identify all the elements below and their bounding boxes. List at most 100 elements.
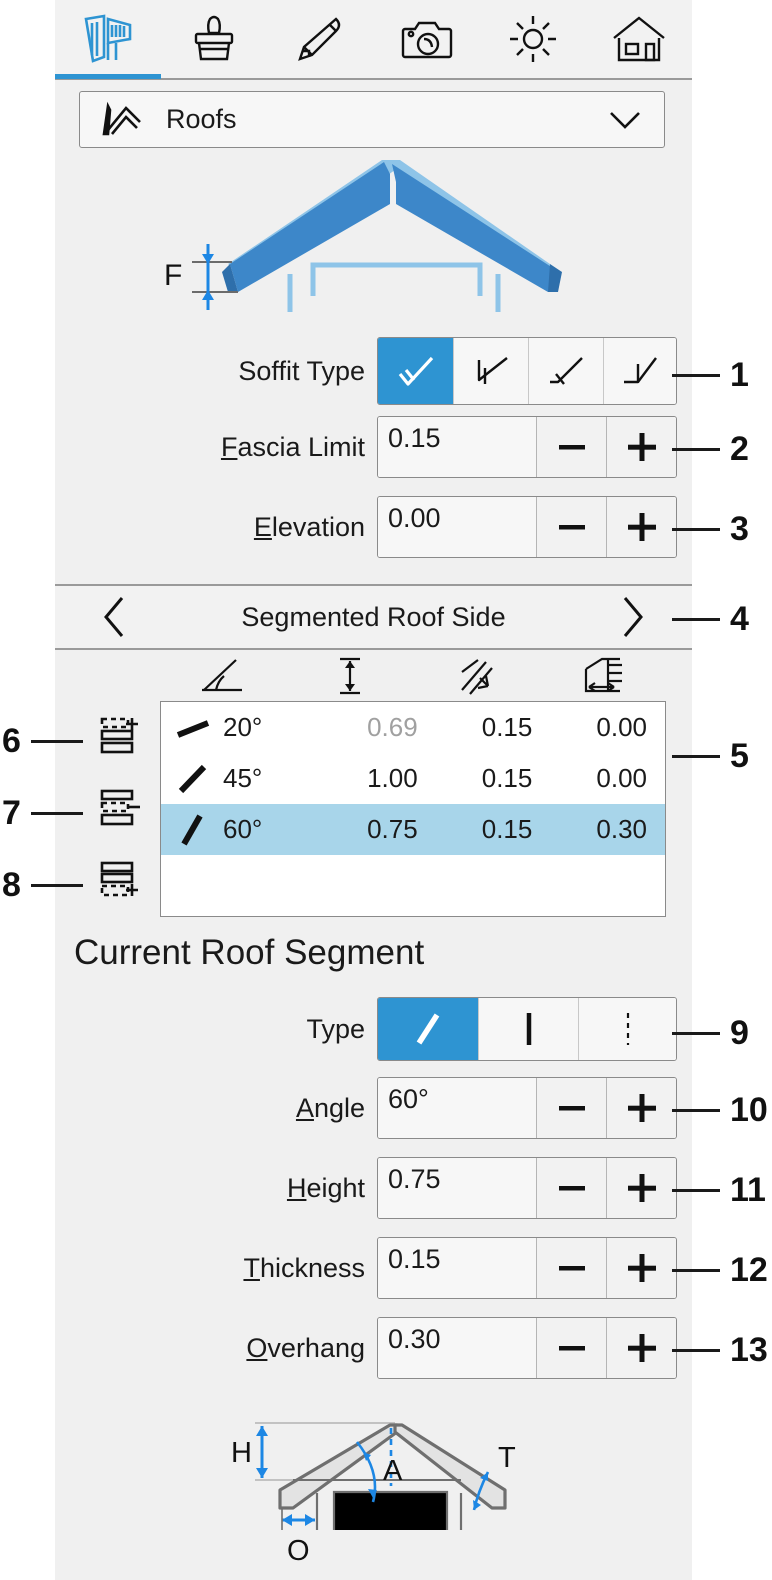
table-cell-angle: 45° (223, 763, 263, 793)
soffit-type-segmented-control[interactable] (377, 337, 677, 405)
tab-measure[interactable] (55, 1, 162, 79)
diagram-label-t: T (498, 1442, 516, 1474)
overhang-icon (580, 655, 626, 702)
segment-type-sloped[interactable] (378, 998, 478, 1060)
elevation-row: Elevation 0.00 (55, 496, 692, 558)
category-dropdown[interactable]: Roofs (79, 91, 665, 148)
height-input[interactable]: 0.75 (378, 1158, 536, 1218)
tab-camera[interactable] (374, 1, 480, 77)
fascia-limit-input[interactable]: 0.15 (378, 417, 536, 477)
segment-type-dashed[interactable] (578, 998, 676, 1060)
angle-increment[interactable] (606, 1078, 676, 1138)
diagram-label-a: A (383, 1455, 403, 1487)
callout-8: 8 (0, 868, 83, 902)
table-cell-angle: 20° (223, 712, 263, 742)
soffit-type-row: Soffit Type (55, 335, 692, 407)
soffit-option-perpendicular[interactable] (378, 338, 453, 404)
height-increment[interactable] (606, 1158, 676, 1218)
divider-bottom (55, 648, 692, 650)
segment-navigator: Segmented Roof Side (55, 586, 692, 648)
slope-medium-icon (161, 762, 223, 796)
callout-9: 9 (672, 1016, 749, 1050)
table-cell-thickness: 0.15 (481, 814, 533, 844)
callout-2: 2 (672, 432, 749, 466)
chevron-down-icon[interactable] (608, 109, 642, 131)
table-cell-height: 1.00 (367, 763, 418, 793)
callout-9-number: 9 (730, 1014, 749, 1052)
callout-5-number: 5 (730, 737, 749, 775)
sun-icon (506, 12, 560, 66)
thickness-input[interactable]: 0.15 (378, 1238, 536, 1298)
soffit-option-horizontal[interactable] (528, 338, 603, 404)
table-row[interactable]: 45° 1.00 0.15 0.00 (161, 753, 665, 804)
slope-steep-icon (161, 812, 223, 848)
fascia-limit-increment[interactable] (606, 417, 676, 477)
elevation-increment[interactable] (606, 497, 676, 557)
table-row[interactable]: 20° 0.69 0.15 0.00 (161, 702, 665, 753)
delete-segment-button[interactable] (98, 789, 146, 830)
soffit-option-closed[interactable] (603, 338, 676, 404)
thickness-spinner[interactable]: 0.15 (377, 1237, 677, 1299)
callout-5: 5 (672, 739, 749, 773)
tab-building[interactable] (586, 1, 692, 77)
overhang-input[interactable]: 0.30 (378, 1318, 536, 1378)
table-row-empty[interactable] (161, 855, 665, 906)
angle-input[interactable]: 60° (378, 1078, 536, 1138)
callout-10: 10 (672, 1093, 768, 1127)
table-cell-thickness: 0.15 (481, 712, 533, 742)
tool-tab-bar (55, 0, 692, 80)
divider-top (55, 584, 692, 586)
insert-segment-above-button[interactable] (98, 717, 146, 758)
diagram-label-f: F (164, 259, 182, 292)
segment-type-segmented-control[interactable] (377, 997, 677, 1061)
column-header-thickness (413, 656, 540, 700)
segment-table[interactable]: 20° 0.69 0.15 0.00 45° 1.00 0.15 0.00 60… (160, 701, 666, 917)
callout-6-number: 6 (2, 722, 21, 760)
roof-icon (100, 100, 144, 140)
callout-2-number: 2 (730, 430, 749, 468)
segment-type-vertical[interactable] (478, 998, 578, 1060)
height-decrement[interactable] (536, 1158, 606, 1218)
slope-shallow-icon (161, 713, 223, 743)
angle-decrement[interactable] (536, 1078, 606, 1138)
overhang-label: Overhang (246, 1332, 365, 1363)
chevron-right-icon[interactable] (619, 594, 647, 640)
thickness-label: Thickness (243, 1252, 365, 1283)
callout-13: 13 (672, 1333, 768, 1367)
column-header-height (287, 656, 414, 700)
soffit-option-vertical[interactable] (453, 338, 528, 404)
angle-spinner[interactable]: 60° (377, 1077, 677, 1139)
overhang-decrement[interactable] (536, 1318, 606, 1378)
fascia-limit-decrement[interactable] (536, 417, 606, 477)
height-spinner[interactable]: 0.75 (377, 1157, 677, 1219)
tab-light[interactable] (480, 1, 586, 77)
fascia-limit-spinner[interactable]: 0.15 (377, 416, 677, 478)
table-row[interactable]: 60° 0.75 0.15 0.30 (161, 804, 665, 855)
callout-1: 1 (672, 358, 749, 392)
segment-type-row: Type (55, 996, 692, 1062)
column-header-angle (160, 656, 287, 700)
tab-materials[interactable] (161, 1, 267, 77)
roof-segment-diagram: H A T O (205, 1390, 565, 1575)
callout-3-number: 3 (730, 510, 749, 548)
table-cell-overhang: 0.30 (596, 814, 648, 844)
tab-drawing[interactable] (267, 1, 373, 77)
table-cell-height: 0.69 (367, 712, 418, 742)
elevation-spinner[interactable]: 0.00 (377, 496, 677, 558)
soffit-type-label: Soffit Type (238, 355, 365, 386)
diagram-label-o: O (287, 1535, 310, 1567)
diagram-label-h: H (231, 1437, 252, 1469)
insert-segment-below-button[interactable] (98, 861, 146, 902)
row-delete-icon (98, 787, 146, 834)
house-icon (610, 14, 668, 64)
elevation-input[interactable]: 0.00 (378, 497, 536, 557)
overhang-spinner[interactable]: 0.30 (377, 1317, 677, 1379)
thickness-decrement[interactable] (536, 1238, 606, 1298)
overhang-increment[interactable] (606, 1318, 676, 1378)
category-dropdown-label: Roofs (166, 104, 237, 134)
elevation-decrement[interactable] (536, 497, 606, 557)
table-cell-overhang: 0.00 (596, 712, 648, 742)
chevron-left-icon[interactable] (100, 594, 128, 640)
thickness-increment[interactable] (606, 1238, 676, 1298)
callout-4: 4 (672, 602, 749, 636)
